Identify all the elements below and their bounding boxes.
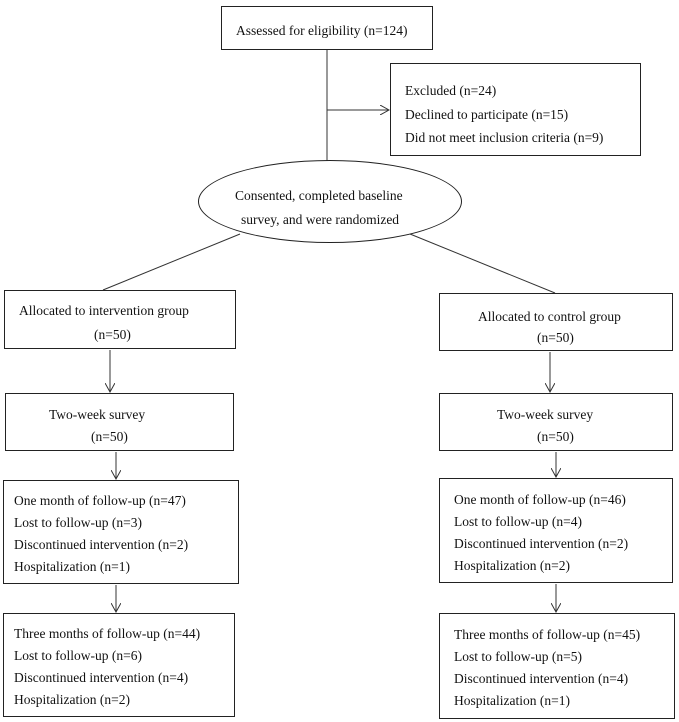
control-one-month-lost: Lost to follow-up (n=4) xyxy=(454,514,582,529)
control-allocated-box: Allocated to control group (n=50) xyxy=(439,293,673,351)
control-one-month-box: One month of follow-up (n=46) Lost to fo… xyxy=(439,478,673,583)
excluded-declined: Declined to participate (n=15) xyxy=(405,107,569,122)
intervention-three-months-lost: Lost to follow-up (n=6) xyxy=(14,648,142,663)
control-allocated-label: Allocated to control group xyxy=(478,309,621,324)
intervention-two-week-label: Two-week survey xyxy=(49,407,146,422)
intervention-three-months-discontinued: Discontinued intervention (n=4) xyxy=(14,670,189,685)
control-two-week-label: Two-week survey xyxy=(497,407,594,422)
control-two-week-box: Two-week survey (n=50) xyxy=(439,393,673,451)
randomized-ellipse: Consented, completed baseline survey, an… xyxy=(198,160,462,243)
intervention-one-month-lost: Lost to follow-up (n=3) xyxy=(14,515,142,530)
control-three-months-hospitalization: Hospitalization (n=1) xyxy=(454,693,570,708)
control-three-months-box: Three months of follow-up (n=45) Lost to… xyxy=(439,613,675,719)
assessed-label: Assessed for eligibility (n=124) xyxy=(236,23,408,38)
control-allocated-n: (n=50) xyxy=(537,330,574,345)
randomized-line1: Consented, completed baseline xyxy=(235,188,403,203)
control-one-month-hospitalization: Hospitalization (n=2) xyxy=(454,558,570,573)
intervention-allocated-n: (n=50) xyxy=(94,327,131,342)
intervention-one-month-label: One month of follow-up (n=47) xyxy=(14,493,186,508)
connector-to-control xyxy=(409,233,556,294)
intervention-one-month-hospitalization: Hospitalization (n=1) xyxy=(14,559,130,574)
intervention-two-week-box: Two-week survey (n=50) xyxy=(5,393,234,451)
intervention-allocated-label: Allocated to intervention group xyxy=(19,303,189,318)
control-one-month-discontinued: Discontinued intervention (n=2) xyxy=(454,536,629,551)
intervention-three-months-hospitalization: Hospitalization (n=2) xyxy=(14,692,130,707)
control-one-month-label: One month of follow-up (n=46) xyxy=(454,492,626,507)
excluded-box: Excluded (n=24) Declined to participate … xyxy=(390,63,641,156)
intervention-allocated-box: Allocated to intervention group (n=50) xyxy=(4,290,236,349)
connector-to-intervention xyxy=(102,233,241,291)
control-three-months-lost: Lost to follow-up (n=5) xyxy=(454,649,582,664)
excluded-label: Excluded (n=24) xyxy=(405,83,497,98)
randomized-line2: survey, and were randomized xyxy=(241,212,400,227)
intervention-two-week-n: (n=50) xyxy=(91,429,128,444)
intervention-three-months-box: Three months of follow-up (n=44) Lost to… xyxy=(3,613,235,717)
control-three-months-label: Three months of follow-up (n=45) xyxy=(454,627,641,642)
control-three-months-discontinued: Discontinued intervention (n=4) xyxy=(454,671,629,686)
excluded-not-eligible: Did not meet inclusion criteria (n=9) xyxy=(405,130,604,145)
control-two-week-n: (n=50) xyxy=(537,429,574,444)
assessed-box: Assessed for eligibility (n=124) xyxy=(221,6,433,50)
intervention-one-month-box: One month of follow-up (n=47) Lost to fo… xyxy=(3,480,239,584)
intervention-one-month-discontinued: Discontinued intervention (n=2) xyxy=(14,537,189,552)
intervention-three-months-label: Three months of follow-up (n=44) xyxy=(14,626,201,641)
